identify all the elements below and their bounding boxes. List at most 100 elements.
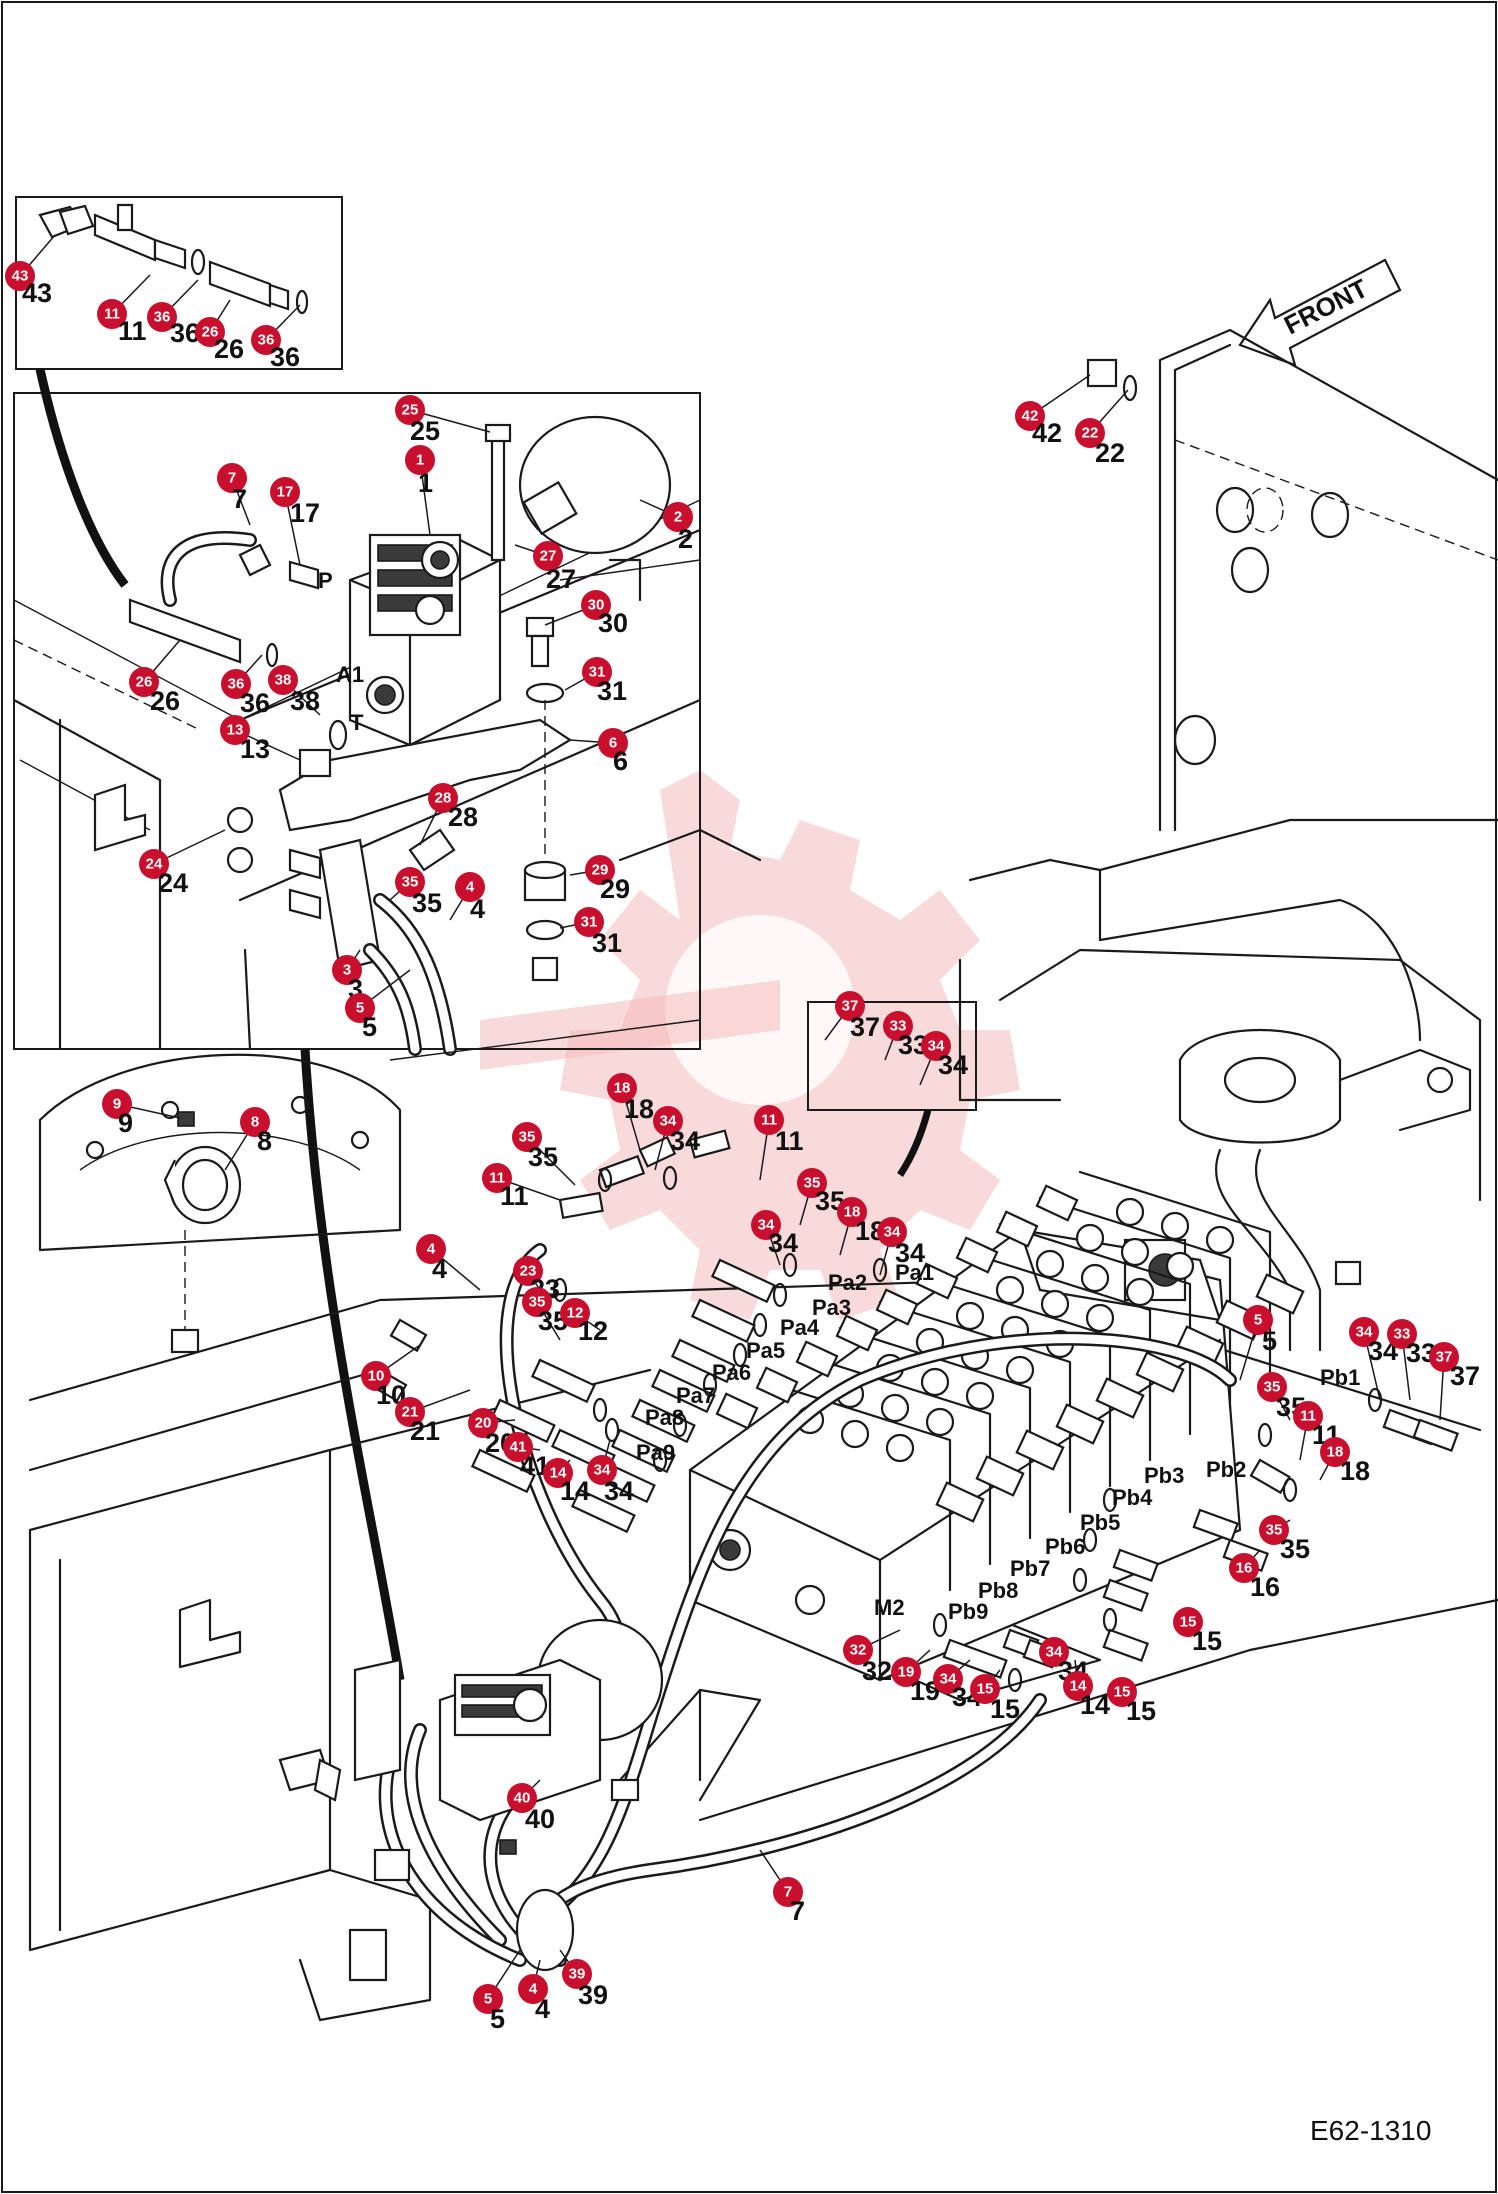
callout-badge (843, 1635, 873, 1665)
callout-badge (751, 1210, 781, 1240)
callout-badge (522, 1287, 552, 1317)
callout-badge-number: 7 (784, 1884, 792, 1901)
callout-badge (147, 302, 177, 332)
valve-port-circle (840, 1419, 870, 1449)
o-ring (932, 1612, 948, 1638)
callout-badge (513, 1256, 543, 1286)
callout-badge (1243, 1305, 1273, 1335)
valve-port-circle (1125, 1277, 1155, 1307)
callout-badge-number: 40 (514, 1790, 531, 1807)
port-label-pb2: Pb2 (1206, 1457, 1246, 1482)
callout-part-number: 8 (257, 1126, 272, 1156)
fitting-part (470, 1448, 536, 1494)
callout-badge-number: 20 (475, 1415, 492, 1432)
port-label-pa1: Pa1 (895, 1260, 934, 1285)
callout-part-number: 21 (410, 1416, 440, 1446)
callout-badge (473, 1984, 503, 2014)
valve-spool-cap (955, 1236, 999, 1274)
callout-4: 44 (518, 1974, 550, 2024)
valve-port-circle (1085, 1303, 1115, 1333)
callout-badge-number: 35 (804, 1175, 821, 1192)
valve-spool-cap (935, 1481, 985, 1523)
callout-badge (195, 317, 225, 347)
callout-badge-number: 11 (489, 1170, 505, 1187)
o-ring (662, 1165, 678, 1191)
callout-part-number: 6 (613, 746, 628, 776)
valve-spool-cap (715, 1392, 759, 1430)
callout-badge (240, 1107, 270, 1137)
callout-badge (1259, 1515, 1289, 1545)
callout-badge-number: 7 (228, 470, 236, 487)
callout-badge (663, 502, 693, 532)
callout-badge-number: 19 (898, 1664, 915, 1681)
callout-badge (139, 849, 169, 879)
fitting-part (558, 1191, 604, 1220)
port-label-pb5: Pb5 (1080, 1510, 1120, 1535)
callout-badge-number: 38 (275, 672, 292, 689)
callout-1: 11 (405, 445, 435, 498)
valve-spool-cap (835, 1314, 879, 1352)
fitting-part (1102, 1578, 1149, 1613)
callout-badge-number: 28 (435, 790, 452, 807)
callout-badge-number: 43 (12, 268, 29, 285)
fitting-part (710, 1258, 776, 1304)
callout-part-number: 35 (528, 1142, 558, 1172)
callout-part-number: 36 (270, 342, 300, 372)
callout-badge-number: 18 (614, 1080, 631, 1097)
callout-badge-number: 11 (1300, 1408, 1316, 1425)
callout-badge (468, 1408, 498, 1438)
inset-box-main (12, 392, 702, 1056)
callout-badge (1063, 1671, 1093, 1701)
o-ring (672, 1412, 688, 1438)
callout-badge (543, 1458, 573, 1488)
callout-part-number: 5 (490, 2004, 505, 2034)
callout-part-number: 7 (790, 1896, 805, 1926)
port-label-pa2: Pa2 (828, 1270, 867, 1295)
callout-badge (395, 1397, 425, 1427)
callout-badge (653, 1106, 683, 1136)
callout-badge (221, 669, 251, 699)
valve-port-circle (920, 1367, 950, 1397)
callout-badge (405, 445, 435, 475)
callout-badge-number: 8 (251, 1114, 259, 1131)
callout-badge (482, 1163, 512, 1193)
port-label-p: P (318, 568, 333, 593)
callout-part-number: 31 (592, 928, 622, 958)
callout-part-number: 4 (432, 1254, 447, 1284)
port-label-t: T (350, 710, 364, 735)
callout-badge-number: 15 (1114, 1684, 1131, 1701)
callout-part-number: 16 (1250, 1572, 1280, 1602)
callout-badge (607, 1073, 637, 1103)
callout-badge (518, 1974, 548, 2004)
callout-badge (773, 1877, 803, 1907)
callout-badge (921, 1031, 951, 1061)
port-label-pb8: Pb8 (978, 1578, 1018, 1603)
callout-part-number: 31 (597, 676, 627, 706)
o-ring (652, 1447, 668, 1473)
callout-badge (220, 715, 250, 745)
callout-part-number: 35 (412, 888, 442, 918)
callout-badge (1075, 418, 1105, 448)
callout-badge-number: 10 (368, 1368, 385, 1385)
callout-badge (1107, 1677, 1137, 1707)
callout-part-number: 4 (470, 894, 485, 924)
callout-badge (574, 907, 604, 937)
callout-badge-number: 17 (277, 484, 294, 501)
port-label-pa5: Pa5 (746, 1338, 785, 1363)
callout-part-number: 25 (410, 416, 440, 446)
